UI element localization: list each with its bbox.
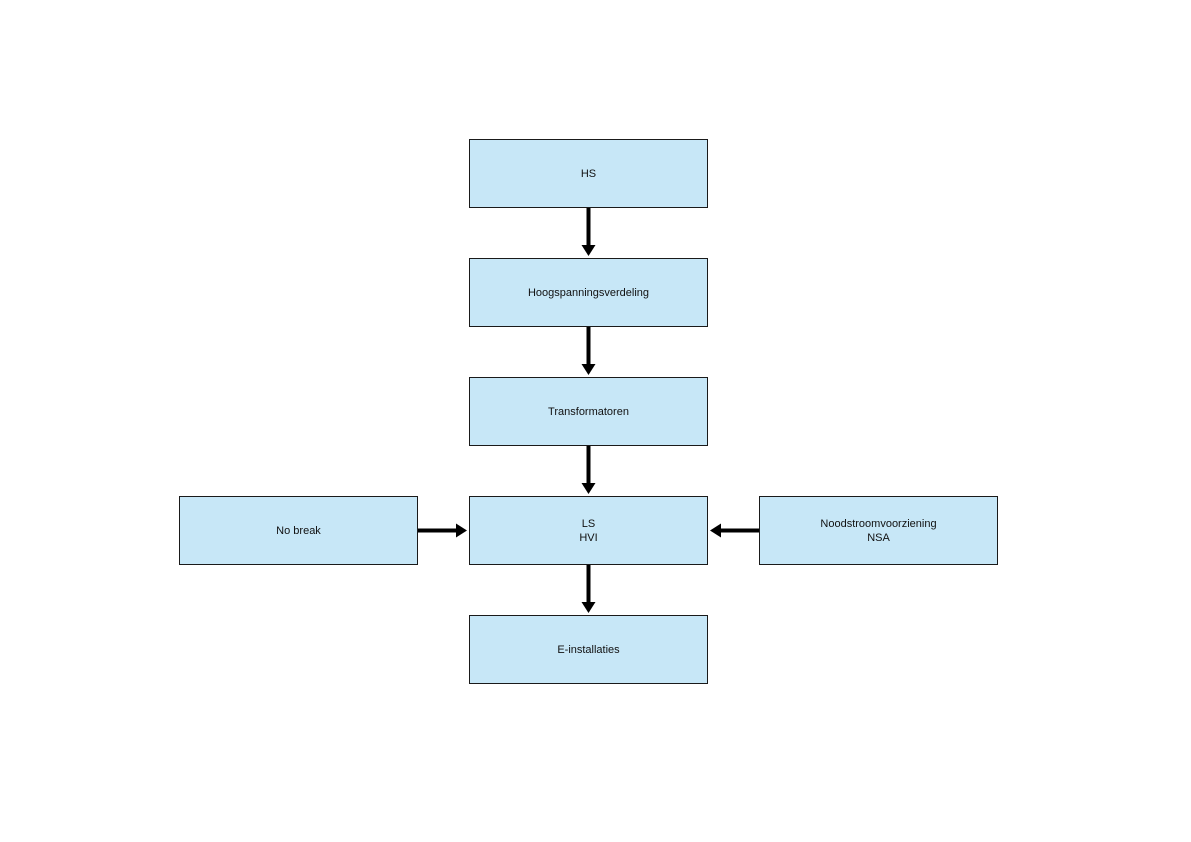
arrowhead-icon bbox=[581, 602, 596, 613]
edge-arrow-transformatoren-to-ls_hvi bbox=[581, 446, 596, 494]
node-label: No break bbox=[276, 524, 321, 537]
node-no-break: No break bbox=[179, 496, 418, 565]
arrowhead-icon bbox=[456, 523, 467, 538]
node-noodstroomvoorziening: Noodstroomvoorziening NSA bbox=[759, 496, 998, 565]
edge-arrow-ls_hvi-to-e_installaties bbox=[581, 565, 596, 613]
arrowhead-icon bbox=[710, 523, 721, 538]
edge-arrow-hs-to-hoogspanningsverdeling bbox=[581, 208, 596, 256]
arrowhead-icon bbox=[581, 483, 596, 494]
node-ls-hvi: LS HVI bbox=[469, 496, 708, 565]
node-label: Hoogspanningsverdeling bbox=[527, 286, 650, 299]
node-hoogspanningsverdeling: Hoogspanningsverdeling bbox=[469, 258, 708, 327]
node-transformatoren: Transformatoren bbox=[469, 377, 708, 446]
node-e-installaties: E-installaties bbox=[469, 615, 708, 684]
node-label-line-1: LS bbox=[581, 517, 596, 530]
edge-arrow-hoogspanningsverdeling-to-transformatoren bbox=[581, 327, 596, 375]
edge-arrow-no_break-to-ls_hvi bbox=[418, 523, 467, 538]
node-label-line-2: HVI bbox=[579, 531, 598, 544]
node-label: Transformatoren bbox=[548, 405, 629, 418]
arrowhead-icon bbox=[581, 364, 596, 375]
node-hs: HS bbox=[469, 139, 708, 208]
edge-arrow-noodstroomvoorziening-to-ls_hvi bbox=[710, 523, 759, 538]
node-label-line-2: NSA bbox=[867, 531, 890, 544]
node-label-line-1: Noodstroomvoorziening bbox=[820, 517, 937, 530]
arrowhead-icon bbox=[581, 245, 596, 256]
node-label: HS bbox=[580, 167, 597, 180]
node-label: E-installaties bbox=[557, 643, 620, 656]
